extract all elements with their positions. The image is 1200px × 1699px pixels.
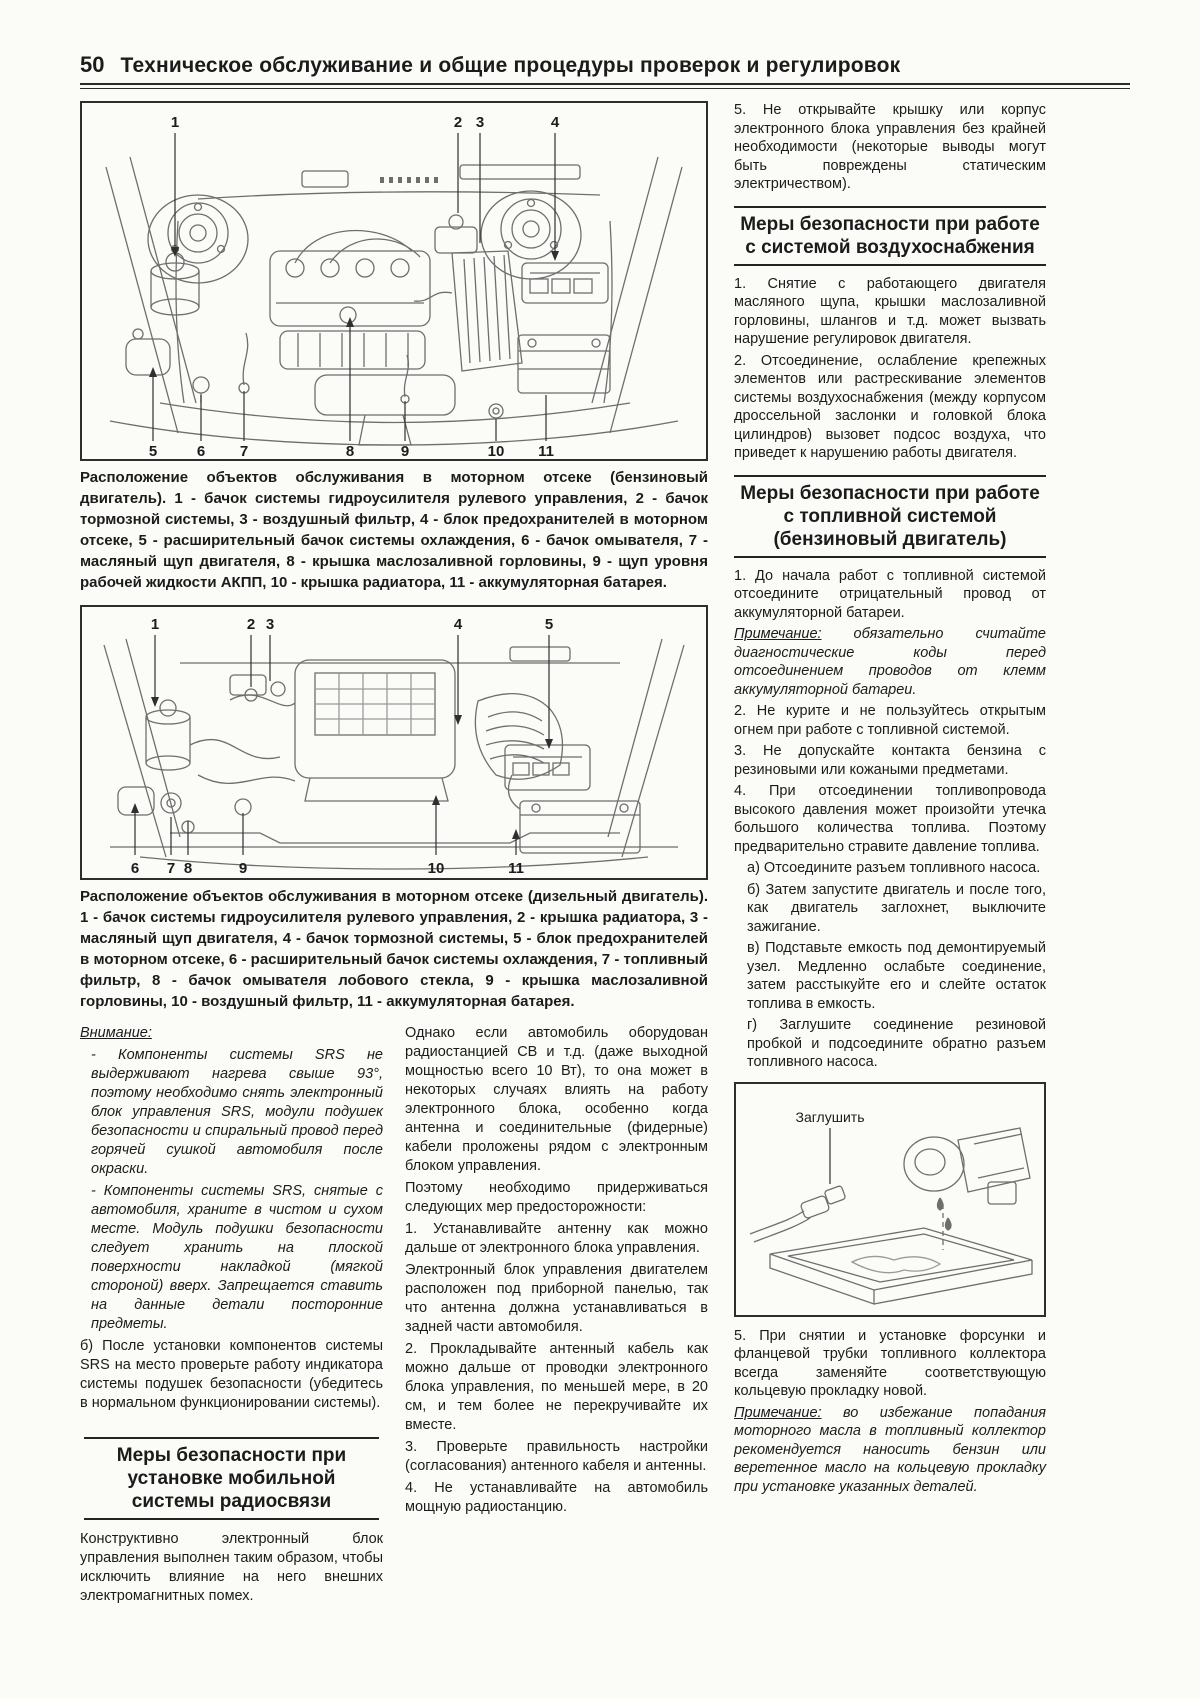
fuel-item: 1. До начала работ с топливной системой … bbox=[734, 567, 1046, 621]
mid-paragraph: 4. Не устанавливайте на автомобиль мощну… bbox=[405, 1480, 708, 1515]
lower-text-columns: Внимание: - Компоненты системы SRS не вы… bbox=[80, 1024, 708, 1609]
illustration-lines bbox=[105, 156, 683, 446]
callout-number: 9 bbox=[239, 860, 247, 877]
mid-paragraph: Однако если автомобиль оборудован радиос… bbox=[405, 1025, 708, 1174]
callout-number: 8 bbox=[346, 443, 354, 460]
mid-paragraph: Поэтому необходимо придерживаться следую… bbox=[405, 1180, 708, 1215]
callout-number: 3 bbox=[476, 114, 484, 131]
fuel-note: Примечание: во избежание попадания мотор… bbox=[734, 1404, 1046, 1497]
callout-lines bbox=[134, 635, 550, 855]
callout-number: 8 bbox=[184, 860, 192, 877]
right-column: 5. Не открывайте крышку или корпус элект… bbox=[734, 101, 1046, 1609]
air-item: 1. Снятие с работающего двигателя маслян… bbox=[734, 275, 1046, 348]
callout-arrows bbox=[149, 247, 559, 377]
fuel-step-b: б) Затем запустите двигатель и после тог… bbox=[747, 881, 1046, 935]
callout-number: 2 bbox=[247, 616, 255, 633]
attention-item: - Компоненты системы SRS не выдерживают … bbox=[91, 1047, 383, 1177]
callout-lines bbox=[152, 133, 556, 441]
subcolumn-attention: Внимание: - Компоненты системы SRS не вы… bbox=[80, 1024, 383, 1609]
header-rule bbox=[80, 83, 1130, 89]
attention-item: б) После установки компонентов системы S… bbox=[80, 1338, 383, 1411]
fuel-item: 5. При снятии и установке форсунки и фла… bbox=[734, 1327, 1046, 1400]
callout-numbers: 1 2 3 4 5 6 7 8 9 10 11 bbox=[131, 616, 553, 877]
figure-petrol-caption: Расположение объектов обслуживания в мот… bbox=[80, 469, 708, 591]
callout-number: 5 bbox=[149, 443, 157, 460]
mid-paragraph: 2. Прокладывайте антенный кабель как мож… bbox=[405, 1341, 708, 1433]
page-content: 1 2 3 4 5 6 7 8 9 10 11 Расположение объ… bbox=[0, 89, 1200, 1609]
figure-petrol-engine-bay: 1 2 3 4 5 6 7 8 9 10 11 bbox=[80, 101, 708, 461]
attention-item: - Компоненты системы SRS, снятые с автом… bbox=[91, 1183, 383, 1332]
radio-body: Конструктивно электронный блок управлени… bbox=[80, 1531, 383, 1604]
illustration-lines bbox=[103, 638, 685, 870]
section-header-air-supply: Меры безопасности при работе с системой … bbox=[734, 205, 1046, 266]
section-title: Меры безопасности при установке мобильно… bbox=[116, 1445, 347, 1512]
callout-number: 2 bbox=[454, 114, 462, 131]
callout-number: 4 bbox=[454, 616, 463, 633]
page-number: 50 bbox=[80, 52, 105, 77]
plug-label: Заглушить bbox=[796, 1109, 865, 1125]
mid-paragraph: 1. Устанавливайте антенну как можно даль… bbox=[405, 1221, 708, 1256]
section-header-radio: Меры безопасности при установке мобильно… bbox=[84, 1437, 379, 1520]
ecu-warning-item: 5. Не открывайте крышку или корпус элект… bbox=[734, 102, 1046, 192]
fuel-step-c: в) Подставьте емкость под демонтируемый … bbox=[747, 940, 1046, 1012]
note-label: Примечание: bbox=[734, 626, 822, 642]
callout-number: 6 bbox=[197, 443, 205, 460]
page-title: Техническое обслуживание и общие процеду… bbox=[120, 54, 901, 77]
attention-heading: Внимание: bbox=[80, 1025, 152, 1041]
callout-number: 6 bbox=[131, 860, 139, 877]
fuel-step-a: а) Отсоедините разъем топливного насоса. bbox=[747, 860, 1041, 876]
air-item: 2. Отсоединение, ослабление крепежных эл… bbox=[734, 352, 1046, 462]
section-title: Меры безопасности при работе с системой … bbox=[740, 213, 1040, 258]
callout-number: 1 bbox=[171, 114, 179, 131]
mid-paragraph: Электронный блок управления двигателем р… bbox=[405, 1262, 708, 1335]
left-column: 1 2 3 4 5 6 7 8 9 10 11 Расположение объ… bbox=[80, 101, 708, 1609]
callout-number: 3 bbox=[266, 616, 274, 633]
callout-number: 5 bbox=[545, 616, 553, 633]
fuel-item: 3. Не допускайте контакта бензина с рези… bbox=[734, 743, 1046, 778]
note-text: во избежание попадания моторного масла в… bbox=[734, 1404, 1046, 1495]
diesel-engine-bay-illustration: 1 2 3 4 5 6 7 8 9 10 11 bbox=[80, 605, 708, 880]
callout-number: 10 bbox=[488, 443, 505, 460]
petrol-engine-bay-illustration: 1 2 3 4 5 6 7 8 9 10 11 bbox=[80, 101, 708, 461]
callout-number: 7 bbox=[167, 860, 175, 877]
section-header-fuel-system: Меры безопасности при работе с топливной… bbox=[734, 474, 1046, 558]
fuel-drain-illustration: Заглушить bbox=[734, 1081, 1046, 1317]
callout-number: 11 bbox=[538, 443, 554, 460]
callout-number: 10 bbox=[428, 860, 445, 877]
figure-fuel-drain: Заглушить bbox=[734, 1081, 1046, 1317]
section-title: Меры безопасности при работе с топливной… bbox=[740, 482, 1040, 550]
mid-paragraph: 3. Проверьте правильность настройки (сог… bbox=[405, 1439, 708, 1474]
note-label: Примечание: bbox=[734, 1404, 822, 1421]
callout-numbers: 1 2 3 4 5 6 7 8 9 10 11 bbox=[149, 114, 560, 460]
callout-number: 9 bbox=[401, 443, 409, 460]
figure-diesel-engine-bay: 1 2 3 4 5 6 7 8 9 10 11 bbox=[80, 605, 708, 880]
illustration-lines bbox=[749, 1126, 1033, 1305]
fuel-item: 4. При отсоединении топливопровода высок… bbox=[734, 783, 1046, 855]
page-header: 50 Техническое обслуживание и общие проц… bbox=[0, 0, 1200, 78]
note-text: обязательно считайте диагностические код… bbox=[734, 626, 1046, 698]
callout-number: 4 bbox=[551, 114, 560, 131]
fuel-item: 2. Не курите и не пользуйтесь открытым о… bbox=[734, 703, 1046, 738]
fuel-step-d: г) Заглушите соединение резиновой пробко… bbox=[747, 1017, 1046, 1070]
callout-arrows bbox=[131, 697, 553, 839]
callout-number: 7 bbox=[240, 443, 248, 460]
callout-number: 1 bbox=[151, 616, 159, 633]
callout-number: 11 bbox=[508, 860, 524, 877]
figure-diesel-caption: Расположение объектов обслуживания в мот… bbox=[80, 888, 708, 1010]
subcolumn-middle: Однако если автомобиль оборудован радиос… bbox=[405, 1024, 708, 1609]
fuel-note: Примечание: обязательно считайте диагнос… bbox=[734, 625, 1046, 699]
